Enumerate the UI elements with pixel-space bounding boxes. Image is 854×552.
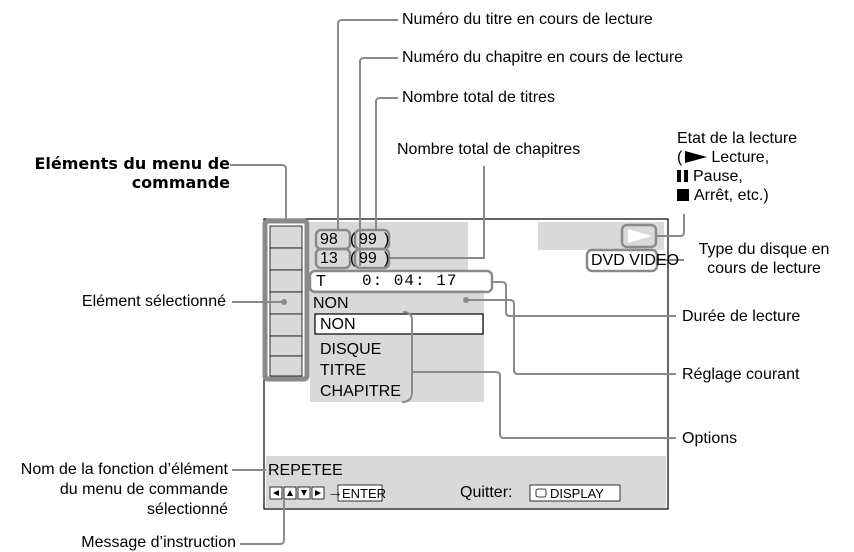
paren-open: ( — [350, 250, 356, 267]
callout-options: Options — [682, 430, 738, 447]
play-indicator-icon — [628, 229, 652, 243]
option-item[interactable]: CHAPITRE — [320, 383, 401, 400]
options-bracket — [401, 311, 413, 403]
current-setting-dot — [463, 297, 469, 303]
leader-instruction — [240, 500, 285, 545]
arrow-icon: → — [327, 484, 343, 501]
paren-close: ) — [384, 231, 390, 248]
leader-current-setting — [466, 299, 676, 375]
menu-slot — [269, 335, 303, 357]
option-item[interactable]: NON — [320, 316, 356, 333]
menu-slot — [269, 247, 303, 271]
function-name: REPETEE — [268, 462, 343, 479]
enter-label: ENTER — [342, 486, 387, 501]
callout-total-chapters: Nombre total de chapitres — [397, 141, 581, 158]
paren-open: ( — [350, 231, 356, 248]
time-prefix: T — [316, 273, 326, 290]
callout-play-text: Lecture, — [711, 149, 770, 166]
current-setting-value: NON — [313, 295, 349, 312]
callout-instruction: Message d’instruction — [81, 534, 236, 551]
quit-label: Quitter: — [460, 484, 513, 501]
chapter-number-box — [314, 247, 352, 270]
menu-slot — [269, 225, 303, 249]
callout-playback-pause-line: Pause, — [677, 167, 743, 186]
display-key-box — [529, 484, 621, 502]
pause-icon — [677, 170, 688, 182]
leader-total-chapters — [388, 166, 485, 259]
leader-chapter-number — [359, 57, 398, 266]
selected-item-dot — [281, 299, 287, 305]
callout-playing-time: Durée de lecture — [682, 308, 801, 325]
leader-menu-items — [230, 164, 287, 219]
chapter-number: 13 — [320, 250, 338, 267]
callout-title-number: Numéro du titre en cours de lecture — [402, 11, 653, 28]
menu-icon-slots — [269, 225, 303, 377]
option-item[interactable]: DISQUE — [320, 341, 382, 358]
callout-playback-stop-line: Arrêt, etc.) — [677, 186, 769, 205]
option-highlight — [314, 313, 484, 335]
leader-playback-state — [656, 214, 685, 237]
callout-total-titles: Nombre total de titres — [402, 89, 555, 106]
title-total: 99 — [359, 231, 377, 248]
title-number: 98 — [320, 231, 338, 248]
disc-type: DVD VIDEO — [591, 252, 680, 269]
menu-slot — [269, 355, 303, 377]
callout-playback-state: Etat de la lecture — [677, 130, 798, 147]
enter-key-box — [337, 484, 383, 502]
play-icon — [685, 151, 708, 163]
callout-chapter-number: Numéro du chapitre en cours de lecture — [402, 49, 684, 66]
display-key-icon — [535, 488, 547, 498]
callout-selected-item: Elément sélectionné — [81, 293, 226, 310]
display-label: DISPLAY — [550, 486, 604, 501]
callout-function-name: Nom de la fonction d’élément du menu de … — [20, 461, 228, 518]
leader-title-number — [337, 19, 398, 230]
menu-slot — [269, 313, 303, 337]
playing-time: 0: 04: 17 — [362, 272, 458, 290]
leader-options — [412, 371, 676, 439]
callout-menu-items: Eléments du menu de commande — [34, 154, 230, 192]
callout-pause-text: Pause, — [693, 168, 743, 185]
callout-stop-text: Arrêt, etc.) — [694, 187, 769, 204]
stop-icon — [677, 189, 689, 201]
leader-total-titles — [375, 97, 398, 230]
settings-panel — [310, 290, 484, 402]
callout-disc-type: Type du disque en cours de lecture — [698, 241, 830, 277]
callout-current-setting: Réglage courant — [682, 366, 800, 383]
chapter-total: 99 — [359, 250, 377, 267]
callout-playback-play-line: (Lecture, — [677, 149, 770, 166]
option-item[interactable]: TITRE — [320, 362, 367, 379]
menu-slot — [269, 269, 303, 293]
paren-close: ) — [384, 250, 390, 267]
